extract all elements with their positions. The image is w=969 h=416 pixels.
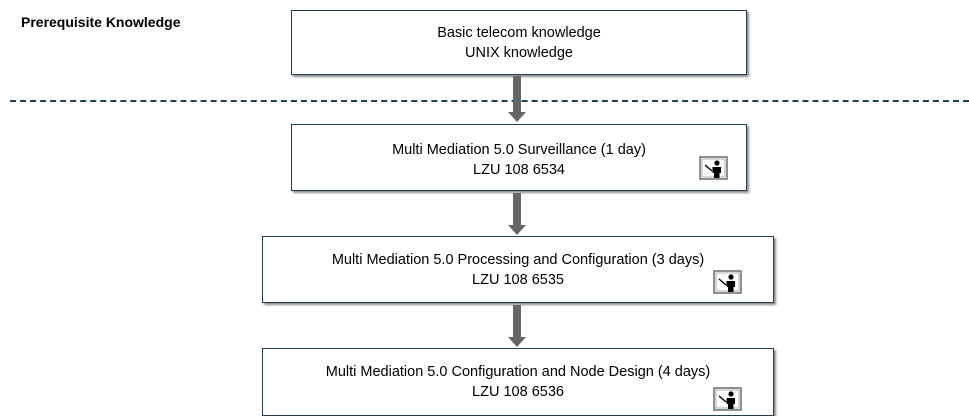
prerequisite-item: UNIX knowledge — [465, 45, 573, 61]
flow-arrow — [508, 76, 526, 122]
prerequisite-knowledge-label: Prerequisite Knowledge — [21, 14, 181, 30]
course-code: LZU 108 6534 — [473, 162, 565, 178]
instructor-led-icon — [713, 270, 742, 294]
prerequisite-divider — [10, 100, 969, 102]
course-code: LZU 108 6535 — [472, 272, 564, 288]
course-title: Multi Mediation 5.0 Surveillance (1 day) — [392, 142, 646, 158]
course-box-configuration-node-design: Multi Mediation 5.0 Configuration and No… — [262, 348, 774, 416]
prerequisite-box: Basic telecom knowledge UNIX knowledge — [291, 10, 747, 75]
instructor-led-icon — [699, 156, 728, 180]
course-title: Multi Mediation 5.0 Configuration and No… — [325, 364, 711, 380]
flow-arrow — [508, 193, 526, 235]
course-box-processing-configuration: Multi Mediation 5.0 Processing and Confi… — [262, 236, 774, 303]
course-code: LZU 108 6536 — [472, 384, 564, 400]
flow-arrow — [508, 305, 526, 347]
course-title: Multi Mediation 5.0 Processing and Confi… — [331, 252, 705, 268]
course-box-surveillance: Multi Mediation 5.0 Surveillance (1 day)… — [291, 124, 747, 191]
instructor-led-icon — [713, 387, 742, 411]
prerequisite-item: Basic telecom knowledge — [437, 25, 601, 41]
